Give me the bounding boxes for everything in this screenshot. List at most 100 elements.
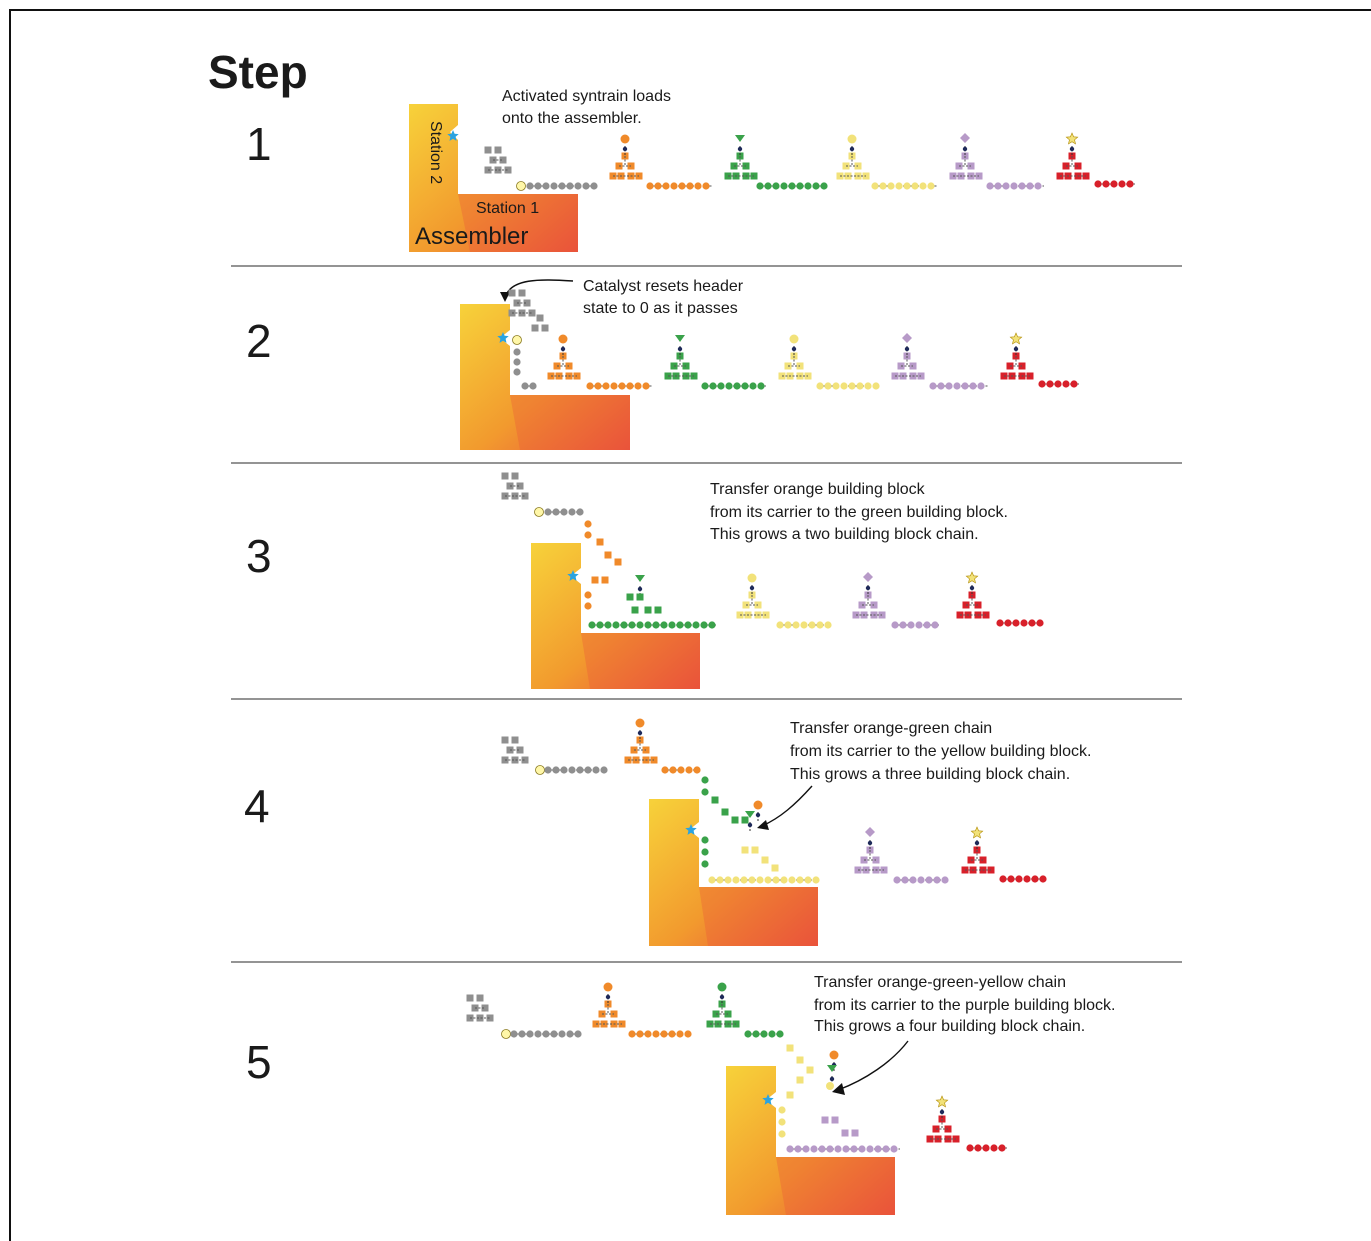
carrier-bead: [931, 621, 939, 629]
carrier-bead: [864, 382, 872, 390]
building-block-square: [501, 472, 509, 480]
carrier-bead: [622, 146, 628, 152]
carrier-bead: [558, 1030, 566, 1038]
assembler-step-1: [409, 104, 578, 252]
carrier-bead: [732, 876, 740, 884]
carrier-bead: [778, 1106, 786, 1114]
building-block-square: [499, 156, 507, 164]
carrier-bead: [752, 1030, 760, 1038]
figure-frame: [9, 9, 1371, 1241]
carrier-bead: [802, 1145, 810, 1153]
caption-line: Transfer orange-green-yellow chain: [814, 974, 1066, 991]
carrier-bead: [966, 1144, 974, 1152]
carrier-bead: [661, 766, 669, 774]
carrier-bead: [818, 1145, 826, 1153]
triangle-icon: [827, 1065, 837, 1072]
carrier-bead: [701, 860, 709, 868]
carrier-bead: [626, 382, 634, 390]
building-block-square: [741, 816, 749, 824]
diamond-icon: [863, 572, 873, 582]
carrier-bead: [812, 182, 820, 190]
carrier-bead: [576, 766, 584, 774]
carrier-bead: [917, 876, 925, 884]
carrier-bead: [786, 1145, 794, 1153]
carrier-bead: [829, 1050, 839, 1060]
building-block-square: [761, 856, 769, 864]
carrier-bead: [899, 621, 907, 629]
carrier-bead: [741, 382, 749, 390]
building-block-square: [851, 1129, 859, 1137]
carrier-bead: [776, 621, 784, 629]
catalyst-icon: [497, 332, 509, 343]
building-block-square: [516, 482, 524, 490]
carrier-bead: [701, 848, 709, 856]
carrier-bead: [1002, 182, 1010, 190]
carrier-bead: [568, 508, 576, 516]
carrier-bead: [684, 1030, 692, 1038]
carrier-bead: [521, 382, 529, 390]
carrier-bead: [668, 621, 676, 629]
carrier-bead: [772, 876, 780, 884]
carrier-bead: [574, 182, 582, 190]
carrier-bead: [982, 1144, 990, 1152]
carrier-bead: [513, 358, 521, 366]
carrier-bead: [1110, 180, 1118, 188]
building-block-square: [614, 558, 622, 566]
carrier-bead: [961, 382, 969, 390]
caption-step-1: Activated syntrain loads onto the assemb…: [502, 88, 671, 127]
carrier-bead: [669, 766, 677, 774]
carrier-bead: [812, 876, 820, 884]
carrier-bead: [749, 585, 755, 591]
caption-line: This grows a three building block chain.: [790, 766, 1070, 783]
carrier-bead: [612, 621, 620, 629]
carrier-bead: [748, 876, 756, 884]
carrier-bead: [592, 766, 600, 774]
carrier-bead: [618, 382, 626, 390]
carrier-bead: [737, 146, 743, 152]
carrier-bead: [911, 182, 919, 190]
assembler-step-4: [649, 799, 818, 946]
carrier-bead: [1102, 180, 1110, 188]
carrier-bead: [1038, 380, 1046, 388]
carrier-bead: [829, 1076, 835, 1082]
carrier-bead: [644, 621, 652, 629]
carrier-bead: [962, 146, 968, 152]
carrier-bead: [513, 348, 521, 356]
state-indicator: [534, 507, 544, 517]
building-block-square: [494, 146, 502, 154]
carrier-bead: [789, 334, 799, 344]
carrier-bead: [826, 1082, 834, 1090]
carrier-bead: [933, 876, 941, 884]
carrier-bead: [693, 766, 701, 774]
carrier-bead: [842, 1145, 850, 1153]
carrier-bead: [907, 621, 915, 629]
carrier-bead: [820, 182, 828, 190]
carrier-bead: [692, 621, 700, 629]
carrier-bead: [999, 875, 1007, 883]
carrier-bead: [826, 1145, 834, 1153]
carrier-bead: [654, 182, 662, 190]
carrier-bead: [701, 776, 709, 784]
carrier-bead: [694, 182, 702, 190]
carrier-bead: [893, 876, 901, 884]
carrier-bead: [1004, 619, 1012, 627]
carrier-bead: [603, 982, 613, 992]
carrier-bead: [510, 1030, 518, 1038]
building-block-square: [516, 746, 524, 754]
carrier-bead: [646, 182, 654, 190]
building-block-square: [531, 324, 539, 332]
building-block-square: [591, 576, 599, 584]
step-header: Step: [208, 46, 308, 98]
carrier-bead: [733, 382, 741, 390]
assembler-label: Assembler: [415, 223, 528, 250]
carrier-bead: [668, 1030, 676, 1038]
carrier-bead: [756, 876, 764, 884]
carrier-bead: [620, 134, 630, 144]
carrier-bead: [637, 730, 643, 736]
carrier-bead: [747, 822, 753, 828]
state-indicator: [535, 765, 545, 775]
carrier-bead: [923, 621, 931, 629]
carrier-bead: [1023, 875, 1031, 883]
carrier-bead: [662, 182, 670, 190]
carrier-bead: [895, 182, 903, 190]
